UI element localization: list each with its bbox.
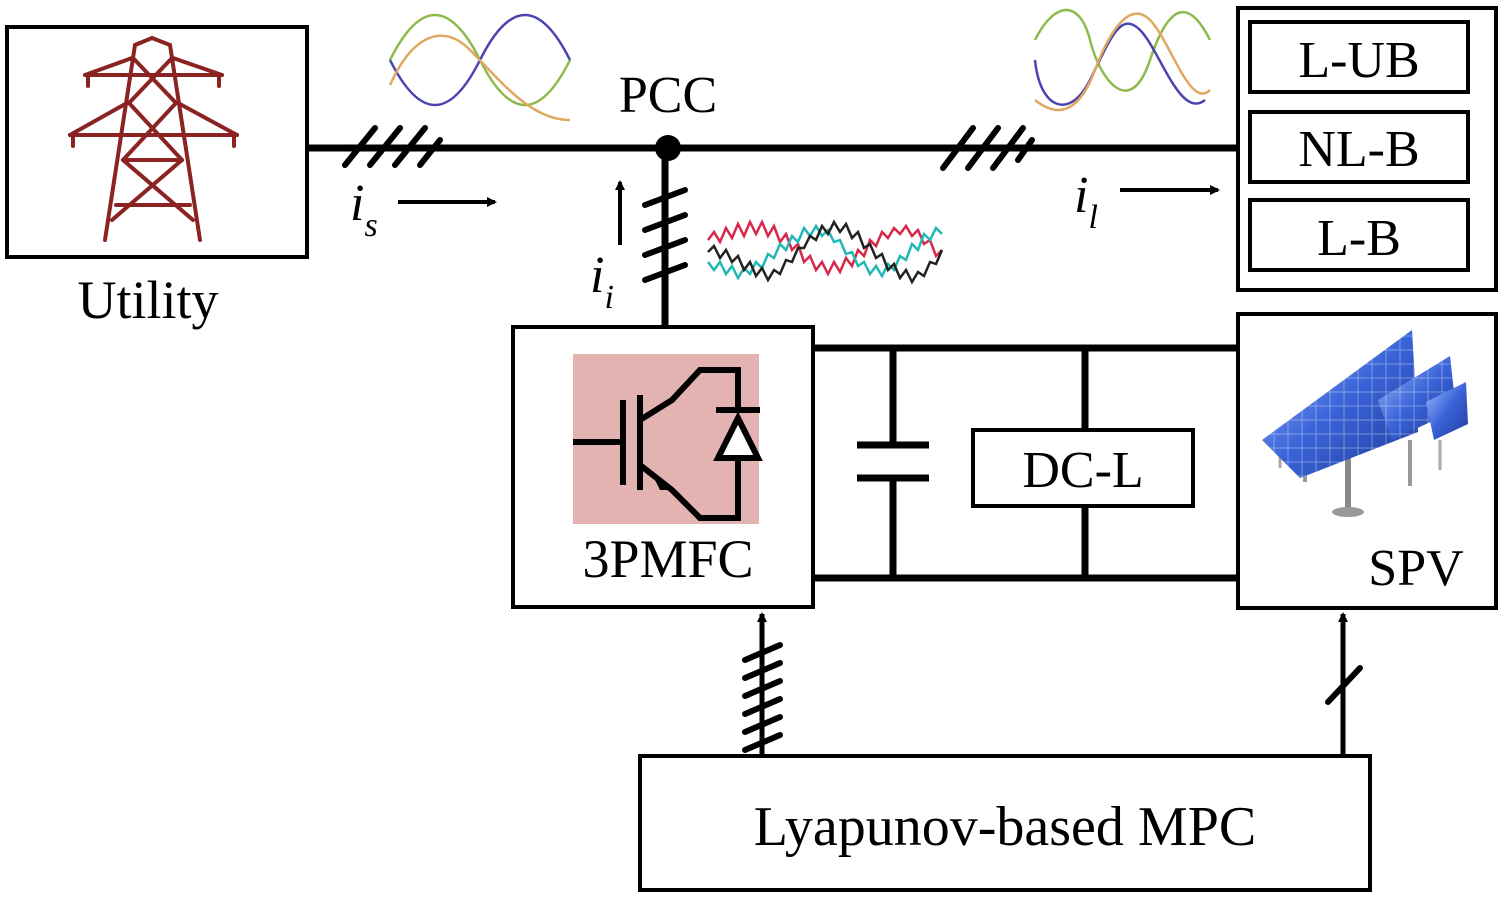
source-current-label: is (350, 175, 378, 244)
pv-measurement-tick (1325, 665, 1363, 705)
load-label-nonlinear: NL-B (1298, 121, 1419, 178)
pv-block: SPV (1236, 312, 1498, 610)
controller-block: Lyapunov-based MPC (638, 754, 1372, 892)
utility-label: Utility (77, 270, 218, 330)
load-box-nonlinear (1248, 110, 1470, 184)
load-current-waveform (1033, 8, 1212, 112)
igbt-diode-icon (573, 367, 763, 521)
pcc-label: PCC (619, 67, 717, 124)
source-current-waveform (388, 14, 572, 122)
controller-box (638, 754, 1372, 892)
source-phase-ticks (342, 125, 443, 168)
dc-link-load-label: DC-L (1022, 442, 1143, 499)
utility-block: Utility (5, 25, 309, 330)
dc-link-network: DC-L (813, 344, 1238, 582)
load-label-unbalanced: L-UB (1298, 32, 1419, 89)
transmission-tower-icon (68, 36, 239, 242)
load-label-linear: L-B (1317, 210, 1401, 267)
converter-block: 3PMFC (511, 325, 815, 609)
load-box-linear (1248, 198, 1470, 272)
utility-box (5, 25, 309, 259)
solar-panel-icon (1262, 330, 1468, 517)
converter-label: 3PMFC (582, 529, 753, 589)
capacitor-symbol (857, 348, 929, 578)
inverter-current-label: ii (590, 247, 614, 316)
load-box-unbalanced (1248, 20, 1470, 94)
pv-label: SPV (1368, 540, 1463, 597)
gate-signal-ticks (742, 642, 783, 753)
controller-label: Lyapunov-based MPC (754, 796, 1256, 858)
inverter-current-waveform (707, 219, 944, 285)
load-phase-ticks (940, 125, 1035, 171)
inverter-phase-ticks (642, 187, 688, 283)
dc-link-load-box (971, 428, 1195, 508)
load-current-label: il (1074, 167, 1098, 236)
load-group: L-UB NL-B L-B (1236, 6, 1498, 292)
